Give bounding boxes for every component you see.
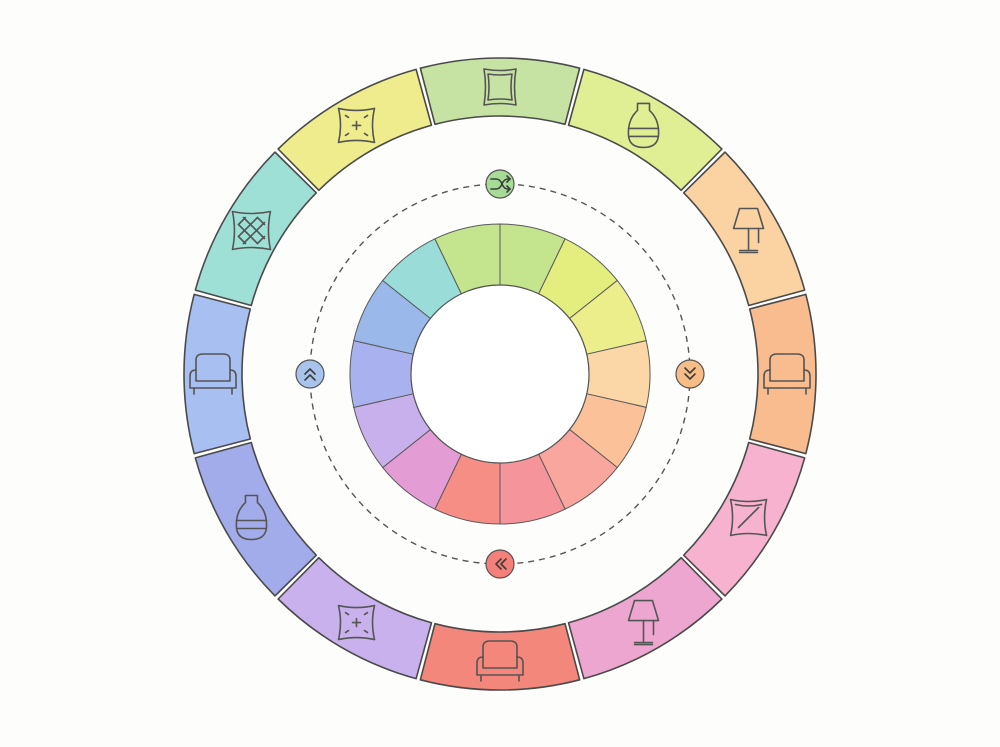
- tile-background: [567, 556, 723, 680]
- pillow-tufted-icon: [337, 604, 376, 641]
- tile-background: [682, 441, 806, 597]
- tile-background: [277, 556, 433, 680]
- tile-pillow-lavender[interactable]: [277, 556, 433, 680]
- button-circle: [485, 169, 515, 199]
- button-circle: [485, 549, 515, 579]
- tile-vase-periwinkle[interactable]: [194, 441, 318, 597]
- tile-armchair-red[interactable]: [419, 622, 581, 691]
- vase-icon: [235, 494, 268, 541]
- tile-lamp-peach[interactable]: [682, 151, 806, 307]
- tile-armchair-blue[interactable]: [183, 293, 252, 455]
- tile-armchair-orange[interactable]: [748, 293, 817, 455]
- up-button[interactable]: [295, 359, 325, 389]
- tile-background: [748, 293, 817, 455]
- shuffle-button[interactable]: [485, 169, 515, 199]
- color-ring: [349, 223, 651, 525]
- armchair-icon: [189, 353, 237, 395]
- pillow-icon: [483, 68, 517, 106]
- next-button[interactable]: [675, 359, 705, 389]
- pillow-tufted-icon: [337, 107, 376, 144]
- tile-background: [567, 68, 723, 192]
- controls-layer: [295, 169, 705, 579]
- tile-vase-lime[interactable]: [567, 68, 723, 192]
- tile-background: [419, 622, 581, 691]
- armchair-icon: [763, 353, 811, 395]
- armchair-icon: [476, 640, 524, 682]
- tile-pillow-plain[interactable]: [419, 57, 581, 126]
- vase-icon: [627, 102, 660, 149]
- chevrons-left-icon: [495, 558, 507, 570]
- button-circle: [675, 359, 705, 389]
- table-lamp-icon: [732, 207, 765, 254]
- tile-background: [419, 57, 581, 126]
- previous-button[interactable]: [485, 549, 515, 579]
- tile-pillow-yellow[interactable]: [277, 68, 433, 192]
- pillow-diagonal-icon: [729, 498, 768, 537]
- chevrons-down-icon: [684, 367, 696, 380]
- ring-center: [410, 284, 590, 464]
- tile-pillow-teal[interactable]: [194, 151, 318, 307]
- tile-lamp-magenta[interactable]: [567, 556, 723, 680]
- tile-background: [183, 293, 252, 455]
- tiles-layer: [183, 57, 817, 691]
- button-circle: [295, 359, 325, 389]
- chevrons-up-icon: [304, 368, 316, 381]
- shuffle-icon: [490, 175, 511, 193]
- pillow-quilted-icon: [231, 210, 272, 251]
- tile-background: [194, 441, 318, 597]
- tile-background: [277, 68, 433, 192]
- tile-pillow-pink[interactable]: [682, 441, 806, 597]
- table-lamp-icon: [627, 599, 660, 646]
